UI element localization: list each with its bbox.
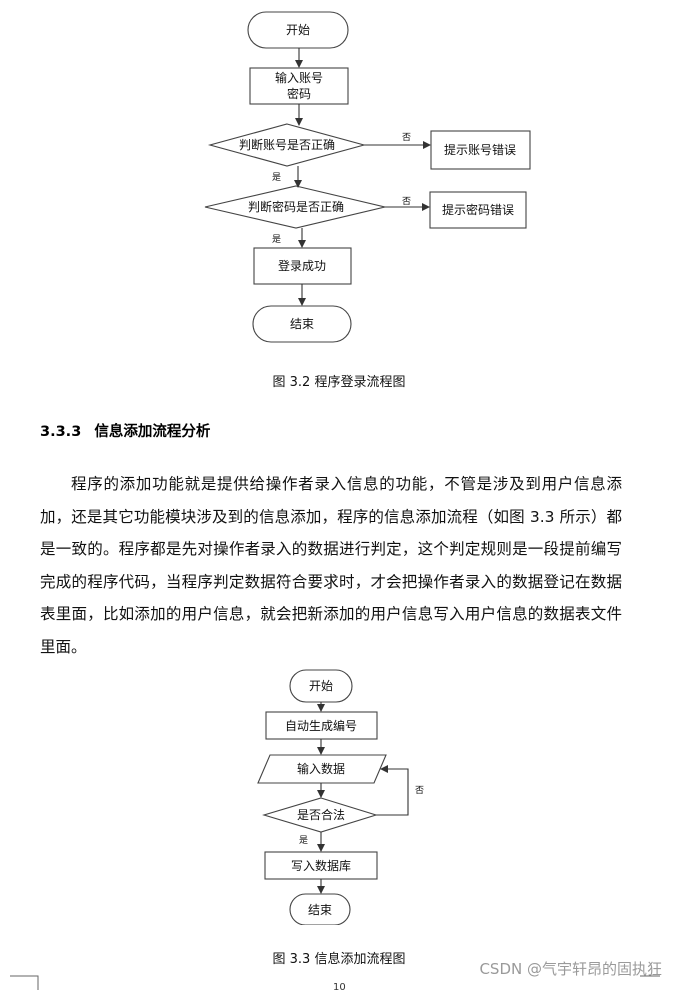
- figure-caption-2: 图 3.3 信息添加流程图: [272, 952, 406, 967]
- section-number: 3.3.3: [40, 424, 82, 440]
- login-success-label: 登录成功: [278, 258, 326, 273]
- input-password-label: 密码: [287, 86, 311, 101]
- no-label-3: 否: [415, 785, 424, 796]
- account-error-box: [430, 130, 531, 170]
- check-password-diamond: [204, 185, 386, 229]
- password-error-label: 提示密码错误: [442, 202, 514, 217]
- end-label-2: 结束: [308, 903, 332, 917]
- body-paragraph: 程序的添加功能就是提供给操作者录入信息的功能，不管是涉及到用户信息添加，还是其它…: [40, 475, 622, 656]
- check-valid-label: 是否合法: [297, 807, 345, 822]
- end-terminal: [252, 305, 352, 343]
- end-label: 结束: [290, 317, 314, 331]
- input-data-label: 输入数据: [297, 761, 345, 776]
- start-label-2: 开始: [309, 679, 333, 693]
- section-title: 信息添加流程分析: [94, 424, 211, 440]
- page-corner-marks: [10, 975, 660, 990]
- start-label: 开始: [286, 23, 310, 37]
- check-account-label: 判断账号是否正确: [239, 137, 335, 152]
- password-error-box: [429, 191, 527, 229]
- figure-caption-1: 图 3.2 程序登录流程图: [272, 375, 406, 390]
- no-label-1: 否: [402, 132, 411, 143]
- check-account-diamond: [207, 123, 367, 167]
- start-terminal: [247, 11, 349, 49]
- check-password-label: 判断密码是否正确: [248, 199, 344, 214]
- info-add-flowchart: 开始 自动生成编号 输入数据 是否合法 写入数据库 结束 否 是: [257, 669, 424, 925]
- yes-label-3: 是: [299, 835, 308, 846]
- auto-number-box: [265, 711, 378, 740]
- yes-label-1: 是: [272, 172, 281, 183]
- no-label-2: 否: [402, 196, 411, 207]
- yes-label-2: 是: [272, 234, 281, 245]
- login-flowchart: 开始 输入账号 密码 判断账号是否正确 提示账号错误 判断密码是否正确 提示密码…: [204, 11, 531, 343]
- auto-number-label: 自动生成编号: [285, 718, 357, 733]
- page-number: 10: [333, 982, 346, 993]
- end-terminal-2: [289, 893, 351, 925]
- input-account-label: 输入账号: [275, 70, 323, 85]
- watermark: CSDN @气宇轩昂的固执狂: [479, 960, 662, 978]
- input-account-box: [249, 67, 349, 105]
- input-data-parallelogram: [257, 754, 387, 784]
- write-db-box: [264, 851, 378, 880]
- write-db-label: 写入数据库: [291, 858, 351, 873]
- account-error-label: 提示账号错误: [444, 142, 516, 157]
- section-heading: 3.3.3 信息添加流程分析: [40, 420, 210, 441]
